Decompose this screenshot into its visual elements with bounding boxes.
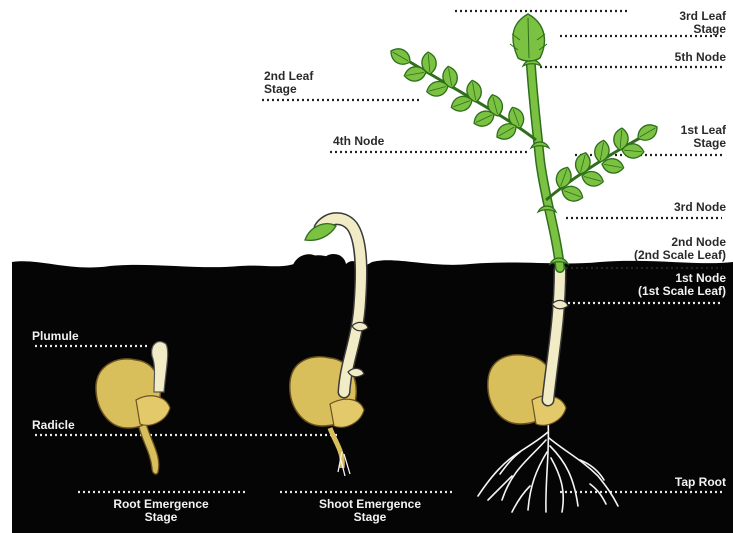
label-first-leaf-stage: 1st Leaf Stage	[640, 124, 726, 150]
label-first-node-line2: (1st Scale Leaf)	[596, 285, 726, 298]
label-fourth-node-text: 4th Node	[333, 135, 423, 148]
label-third-node-text: 3rd Node	[626, 201, 726, 214]
label-shoot-emergence-stage-line2: Stage	[290, 511, 450, 524]
label-second-leaf-stage-line2: Stage	[264, 83, 354, 96]
label-radicle: Radicle	[32, 419, 112, 432]
label-radicle-text: Radicle	[32, 419, 112, 432]
label-tap-root: Tap Root	[626, 476, 726, 489]
label-third-node: 3rd Node	[626, 201, 726, 214]
label-second-leaf-stage: 2nd Leaf Stage	[264, 70, 354, 96]
label-first-leaf-stage-line2: Stage	[640, 137, 726, 150]
label-plumule-text: Plumule	[32, 330, 112, 343]
label-third-leaf-stage-line2: Stage	[640, 23, 726, 36]
label-fourth-node: 4th Node	[333, 135, 423, 148]
label-fifth-node: 5th Node	[626, 51, 726, 64]
label-root-emergence-stage-line2: Stage	[86, 511, 236, 524]
label-fifth-node-text: 5th Node	[626, 51, 726, 64]
label-plumule: Plumule	[32, 330, 112, 343]
label-second-node-line2: (2nd Scale Leaf)	[596, 249, 726, 262]
label-root-emergence-stage: Root Emergence Stage	[86, 498, 236, 524]
label-shoot-emergence-stage: Shoot Emergence Stage	[290, 498, 450, 524]
label-tap-root-text: Tap Root	[626, 476, 726, 489]
label-second-node: 2nd Node (2nd Scale Leaf)	[596, 236, 726, 262]
label-first-node: 1st Node (1st Scale Leaf)	[596, 272, 726, 298]
label-third-leaf-stage: 3rd Leaf Stage	[640, 10, 726, 36]
